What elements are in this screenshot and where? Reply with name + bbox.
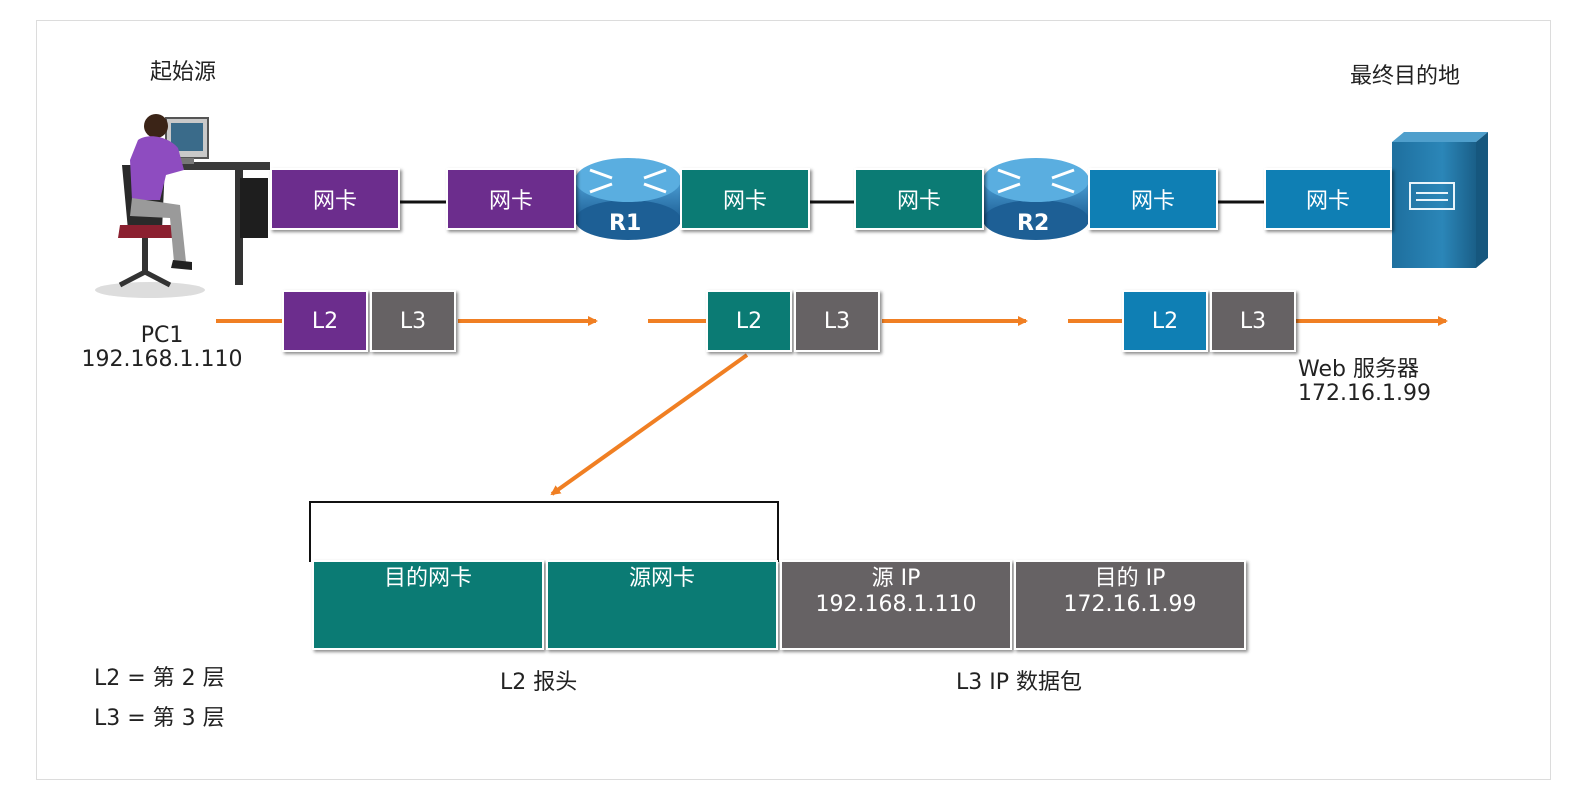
router-r1-label: R1 (609, 211, 642, 236)
r2-right-nic: 网卡 (1088, 168, 1218, 230)
dst-ip-value: 172.16.1.99 (1063, 592, 1197, 617)
legend-l3: L3 = 第 3 层 (94, 706, 225, 731)
web-server-name: Web 服务器 (1298, 357, 1419, 382)
r2-left-nic: 网卡 (854, 168, 984, 230)
router-r2-label: R2 (1017, 211, 1050, 236)
dst-ip-label: 目的 IP (1094, 566, 1166, 591)
src-ip-field: 源 IP 192.168.1.110 (780, 560, 1012, 650)
pc1-caption: PC1 192.168.1.110 (74, 324, 250, 372)
frame1-l3: L3 (370, 290, 456, 352)
frame-flow-arrows (216, 316, 1448, 496)
l3-packet-caption: L3 IP 数据包 (956, 670, 1082, 695)
source-label: 起始源 (150, 60, 217, 85)
l2-header-bracket (309, 501, 779, 562)
r1-right-nic: 网卡 (680, 168, 810, 230)
frame2-l3: L3 (794, 290, 880, 352)
pc1-name: PC1 (140, 323, 184, 348)
frame3-l2: L2 (1122, 290, 1208, 352)
pc1-nic: 网卡 (270, 168, 400, 230)
src-mac-label: 源网卡 (628, 566, 695, 591)
src-ip-value: 192.168.1.110 (815, 592, 977, 617)
src-mac-field: 源网卡 (546, 560, 778, 650)
web-server-ip: 172.16.1.99 (1298, 381, 1431, 406)
dest-mac-field: 目的网卡 (312, 560, 544, 650)
pc1-ip: 192.168.1.110 (81, 347, 243, 372)
src-ip-label: 源 IP (871, 566, 921, 591)
r1-left-nic: 网卡 (446, 168, 576, 230)
router-r1-icon (575, 158, 681, 240)
destination-label: 最终目的地 (1350, 64, 1461, 89)
frame2-l2: L2 (706, 290, 792, 352)
legend-l2: L2 = 第 2 层 (94, 666, 225, 691)
router-r2-icon (983, 158, 1089, 240)
diagram-frame (36, 20, 1551, 780)
web-server-icon (1392, 132, 1488, 268)
web-server-caption: Web 服务器 172.16.1.99 (1298, 358, 1431, 406)
pc-workstation-icon (95, 114, 270, 298)
dest-mac-label: 目的网卡 (383, 566, 472, 591)
l2-header-caption: L2 报头 (500, 670, 578, 695)
frame1-l2: L2 (282, 290, 368, 352)
server-nic: 网卡 (1264, 168, 1392, 230)
frame3-l3: L3 (1210, 290, 1296, 352)
dst-ip-field: 目的 IP 172.16.1.99 (1014, 560, 1246, 650)
